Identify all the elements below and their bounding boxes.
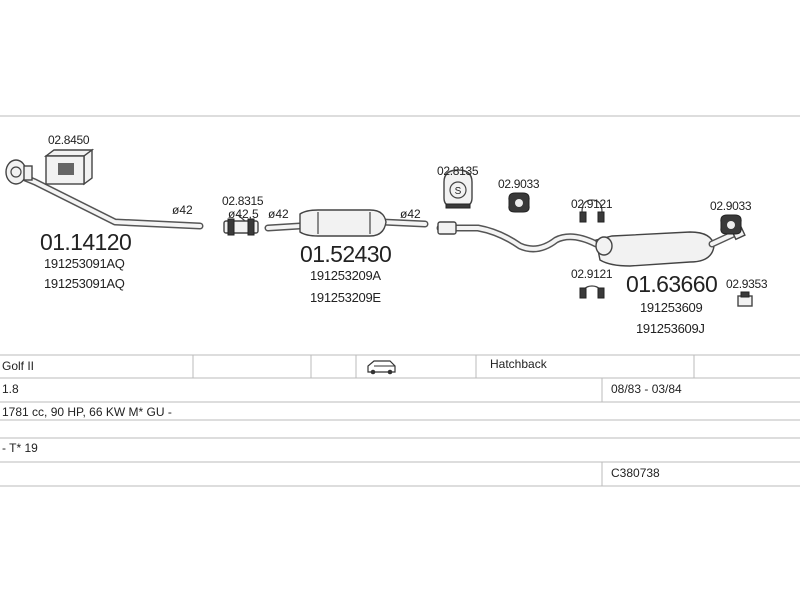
mounting-kit-box-icon[interactable] [43,148,95,186]
pipe-clamp-icon[interactable] [579,285,605,299]
centre-silencer[interactable] [264,209,429,237]
part-number-01-52430: 01.52430 [300,241,391,267]
oem-number: 191253609 [640,300,702,315]
pipe-diameter-label: ø42,5 [228,207,259,221]
part-number-02-8135: 02.8135 [437,164,479,178]
part-number-01-63660: 01.63660 [626,271,717,297]
pipe-clamp-icon[interactable] [579,199,605,223]
vehicle-years: 08/83 - 03/84 [611,382,682,396]
vehicle-model: Golf II [2,359,34,373]
rubber-mount-icon[interactable] [508,192,530,213]
rubber-mount-icon[interactable] [720,214,742,235]
vehicle-specs: 1781 cc, 90 HP, 66 KW M* GU - [2,405,172,419]
part-number-02-8315: 02.8315 [222,194,264,208]
vehicle-note: - T* 19 [2,441,38,455]
pipe-connector[interactable] [223,214,259,236]
part-number-02-9121: 02.9121 [571,267,613,281]
part-number-01-14120: 01.14120 [40,229,131,255]
pipe-diameter-label: ø42 [268,207,289,221]
oem-number: 191253091AQ [44,276,125,291]
svg-text:S: S [455,186,462,197]
part-number-02-9121: 02.9121 [571,197,613,211]
mounting-bracket-icon[interactable] [737,291,753,307]
oem-number: 191253209E [310,290,381,305]
part-number-02-9033: 02.9033 [498,177,540,191]
vehicle-body-type: Hatchback [490,357,548,371]
catalog-code: C380738 [611,466,660,480]
vehicle-engine: 1.8 [2,382,19,396]
oem-number: 191253609J [636,321,705,336]
oem-number: 191253091AQ [44,256,125,271]
part-number-02-8450: 02.8450 [48,133,90,147]
front-pipe[interactable] [5,159,204,230]
pipe-diameter-label: ø42 [172,203,193,217]
part-number-02-9353: 02.9353 [726,277,768,291]
hatchback-car-icon [367,360,396,375]
pipe-diameter-label: ø42 [400,207,421,221]
rubber-hanger-icon[interactable]: S [443,169,473,209]
oem-number: 191253209A [310,268,381,283]
rear-silencer[interactable] [436,219,746,267]
part-number-02-9033: 02.9033 [710,199,752,213]
